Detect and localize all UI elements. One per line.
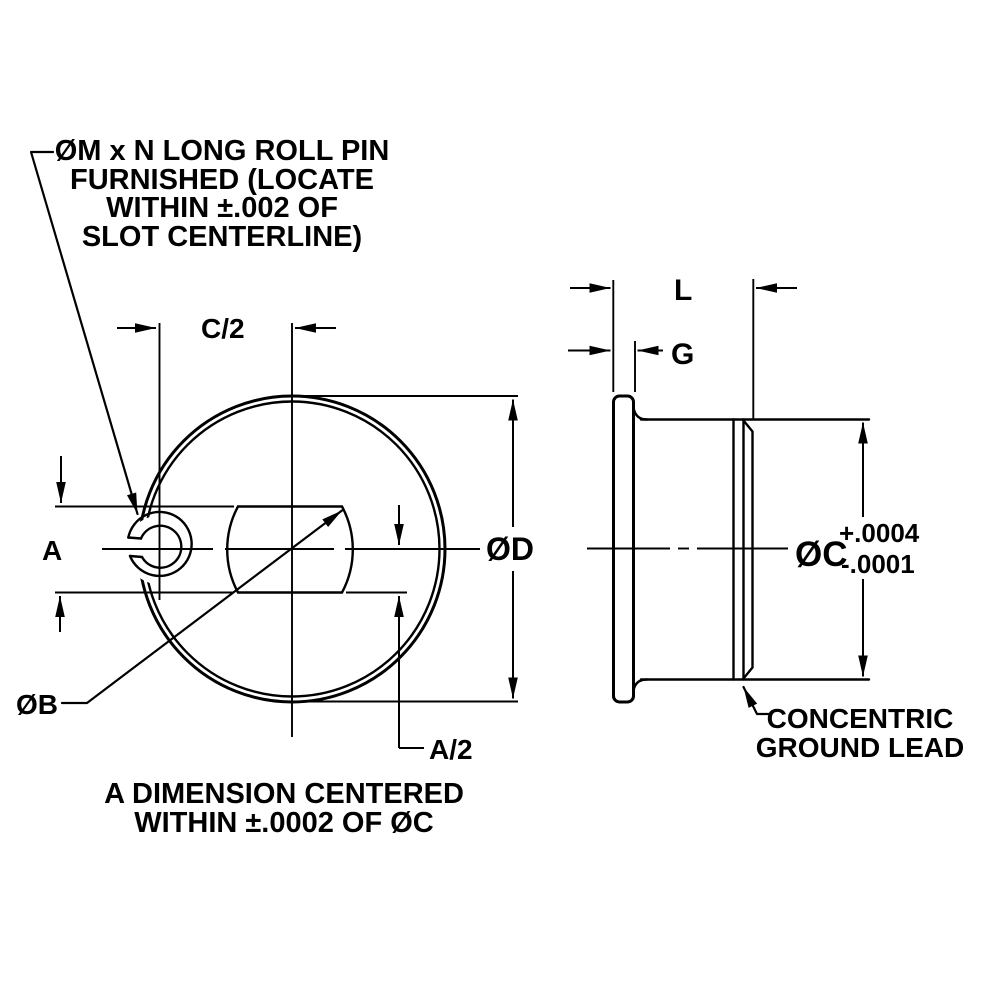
ground-lead-note: CONCENTRIC GROUND LEAD <box>740 703 980 763</box>
side-view-dimension-arrows <box>568 283 868 677</box>
front-view-dimension-arrows <box>55 323 518 748</box>
centering-note-line1: A DIMENSION CENTERED <box>104 778 464 810</box>
dim-d-label: ØD <box>486 531 534 567</box>
roll-pin-note-line3: WITHIN ±.002 OF <box>106 192 338 224</box>
dim-g-label: G <box>671 338 695 371</box>
dim-c-half-label: C/2 <box>201 313 245 344</box>
ground-lead-leader <box>742 685 772 716</box>
roll-pin-note-line4: SLOT CENTERLINE) <box>81 220 363 253</box>
roll-pin-note-line1: ØM x N LONG ROLL PIN <box>54 135 390 167</box>
ground-lead-note-line1: CONCENTRIC <box>766 703 954 734</box>
front-view-extension-lines <box>55 395 518 749</box>
flange-fillet-bottom <box>632 678 649 693</box>
dim-c-label: ØC <box>795 535 848 574</box>
ground-lead-lines <box>732 418 754 681</box>
roll-pin-note-leader <box>29 150 139 516</box>
side-view-extension-lines <box>612 279 755 419</box>
side-view-geometry <box>568 279 871 716</box>
centering-note: A DIMENSION CENTERED WITHIN ±.0002 OF ØC <box>94 780 474 838</box>
dim-c-tolerance-plus: +.0004 <box>839 518 920 548</box>
centering-note-line2: WITHIN ±.0002 OF ØC <box>134 807 434 839</box>
front-view-centerlines <box>102 323 480 737</box>
roll-pin-note-line2: FURNISHED (LOCATE <box>70 163 374 196</box>
dim-c-tolerance-minus: -.0001 <box>841 549 915 579</box>
dim-a-half-label: A/2 <box>429 734 473 765</box>
roll-pin-note: ØM x N LONG ROLL PIN FURNISHED (LOCATE W… <box>36 137 408 251</box>
ground-lead-note-line2: GROUND LEAD <box>755 731 965 763</box>
dim-a-label: A <box>42 535 63 566</box>
flange-fillet-top <box>632 405 649 421</box>
dim-b-label: ØB <box>16 689 58 720</box>
dim-l-label: L <box>674 274 693 307</box>
front-view-geometry <box>29 150 518 749</box>
slot-diameter-leader <box>60 509 344 705</box>
